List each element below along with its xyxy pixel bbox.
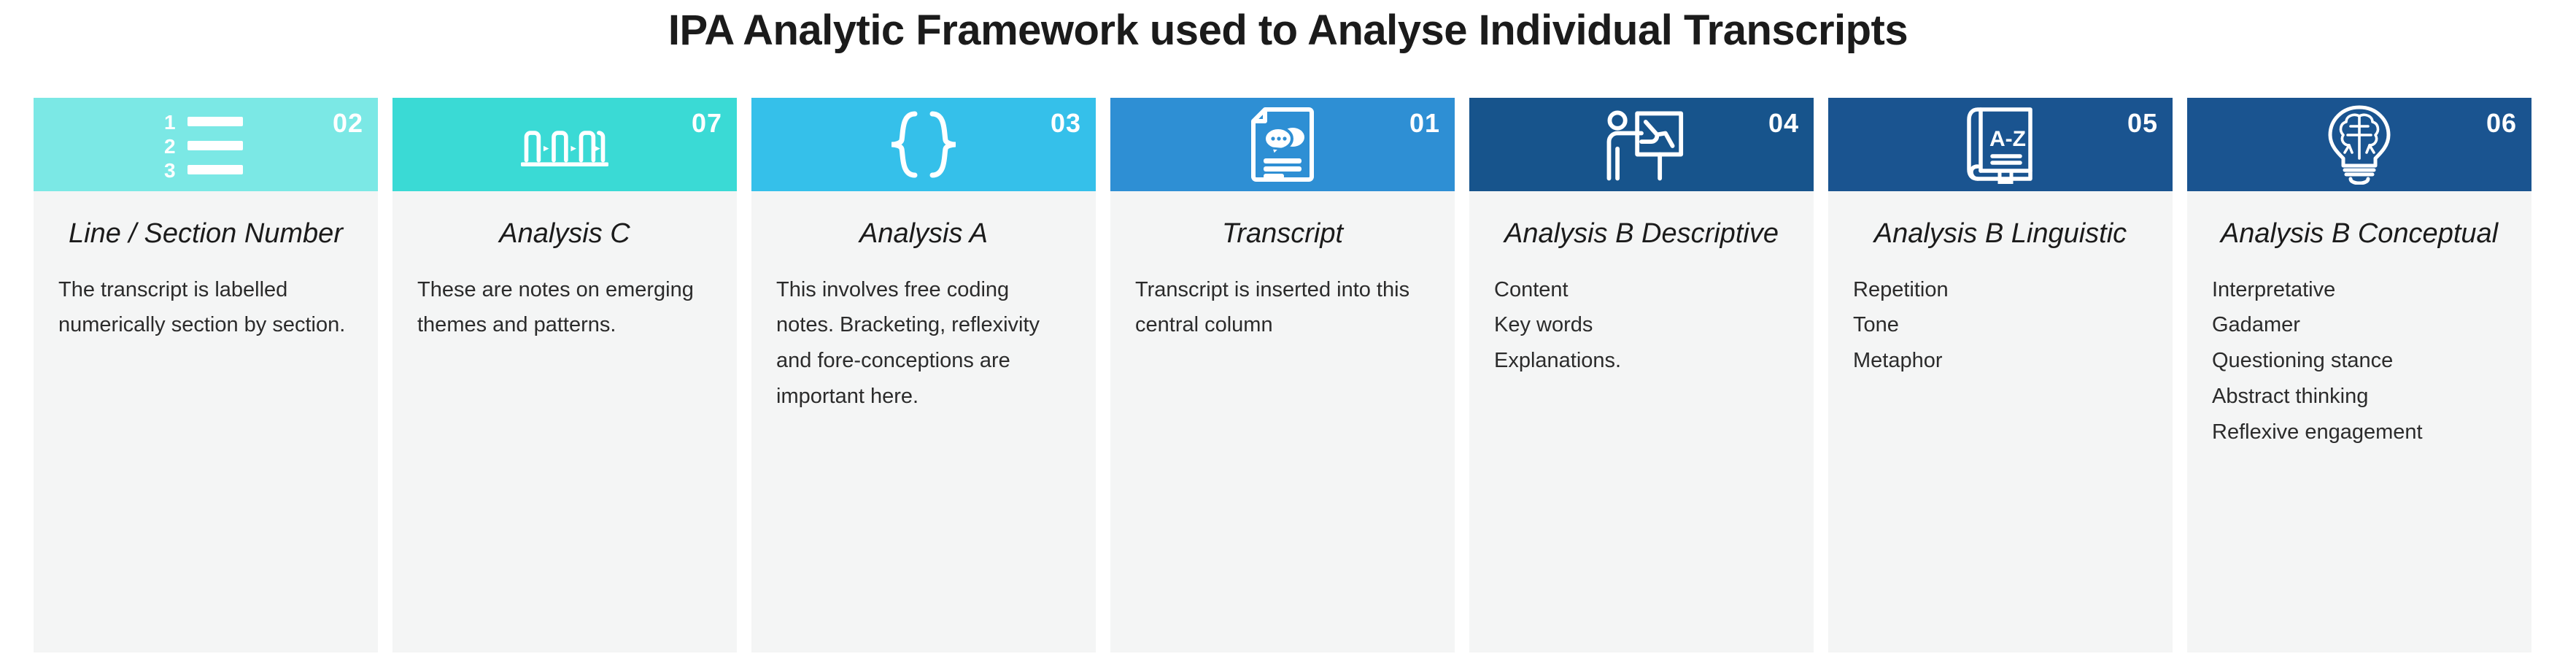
card-description: This involves free coding notes. Bracket…: [776, 277, 1040, 408]
list-item: Gadamer: [2212, 313, 2300, 337]
card-analysis-b-linguistic[interactable]: 05 A-Z: [1828, 98, 2173, 652]
card-heading: Analysis B Descriptive: [1504, 218, 1779, 249]
card-heading: Analysis B Conceptual: [2220, 218, 2499, 249]
card-number: 06: [2486, 108, 2517, 138]
svg-text:A-Z: A-Z: [1989, 127, 2026, 151]
card-row: 02 1 2 3 Line / Section N: [34, 98, 2547, 652]
card-heading: Analysis A: [859, 218, 988, 249]
card-line-section-number[interactable]: 02 1 2 3 Line / Section N: [34, 98, 378, 652]
list-item: Tone: [1853, 313, 1899, 337]
list-item: Metaphor: [1853, 349, 1943, 373]
card-heading: Analysis B Linguistic: [1873, 218, 2127, 249]
card-number: 05: [2127, 108, 2158, 138]
card-header: 06: [2187, 98, 2531, 191]
card-number: 04: [1768, 108, 1799, 138]
list-item: Explanations.: [1494, 349, 1622, 373]
list-item: Abstract thinking: [2212, 384, 2369, 408]
card-number: 07: [691, 108, 722, 138]
presenter-board-icon: [1598, 109, 1685, 181]
card-heading: Line / Section Number: [69, 218, 343, 249]
card-transcript[interactable]: 01: [1110, 98, 1455, 652]
brain-lightbulb-icon: [2316, 105, 2403, 185]
card-description: These are notes on emerging themes and p…: [417, 277, 694, 337]
card-heading: Analysis C: [499, 218, 630, 249]
dictionary-book-icon: A-Z: [1957, 107, 2044, 184]
card-analysis-c[interactable]: 07: [392, 98, 737, 652]
list-item: Interpretative: [2212, 277, 2336, 301]
svg-text:3: 3: [164, 159, 176, 178]
card-heading: Transcript: [1221, 218, 1344, 249]
card-body: Analysis A This involves free coding not…: [751, 191, 1096, 652]
card-body: Analysis B Linguistic Repetition Tone Me…: [1828, 191, 2173, 652]
list-item: Questioning stance: [2212, 349, 2394, 373]
card-description: The transcript is labelled numerically s…: [58, 277, 346, 337]
card-header: 05 A-Z: [1828, 98, 2173, 191]
card-list: Interpretative Gadamer Questioning stanc…: [2212, 272, 2507, 450]
page-title: IPA Analytic Framework used to Analyse I…: [668, 7, 1908, 54]
svg-text:1: 1: [164, 111, 176, 134]
card-body: Transcript Transcript is inserted into t…: [1110, 191, 1455, 652]
document-speech-icon: [1239, 107, 1326, 182]
card-number: 01: [1409, 108, 1440, 138]
card-analysis-b-descriptive[interactable]: 04 Anal: [1469, 98, 1814, 652]
card-number: 03: [1050, 108, 1081, 138]
list-item: Content: [1494, 277, 1569, 301]
card-header: 03: [751, 98, 1096, 191]
card-analysis-a[interactable]: 03 Analysis A This involves free coding …: [751, 98, 1096, 652]
card-analysis-b-conceptual[interactable]: 06: [2187, 98, 2531, 652]
card-description: Transcript is inserted into this central…: [1135, 277, 1410, 337]
curly-braces-icon: [880, 109, 967, 180]
card-body: Analysis C These are notes on emerging t…: [392, 191, 737, 652]
card-list: Repetition Tone Metaphor: [1853, 272, 2148, 379]
list-item: Reflexive engagement: [2212, 420, 2423, 444]
card-body: Analysis B Descriptive Content Key words…: [1469, 191, 1814, 652]
card-header: 01: [1110, 98, 1455, 191]
list-item: Key words: [1494, 313, 1593, 337]
card-list: Content Key words Explanations.: [1494, 272, 1789, 379]
card-header: 04: [1469, 98, 1814, 191]
card-body: Line / Section Number The transcript is …: [34, 191, 378, 652]
card-header: 02 1 2 3: [34, 98, 378, 191]
svg-text:2: 2: [164, 135, 176, 158]
card-number: 02: [332, 108, 363, 138]
numbered-list-icon: 1 2 3: [162, 109, 250, 180]
card-body: Analysis B Conceptual Interpretative Gad…: [2187, 191, 2531, 652]
list-item: Repetition: [1853, 277, 1949, 301]
card-header: 07: [392, 98, 737, 191]
process-flow-icon: [521, 109, 608, 180]
